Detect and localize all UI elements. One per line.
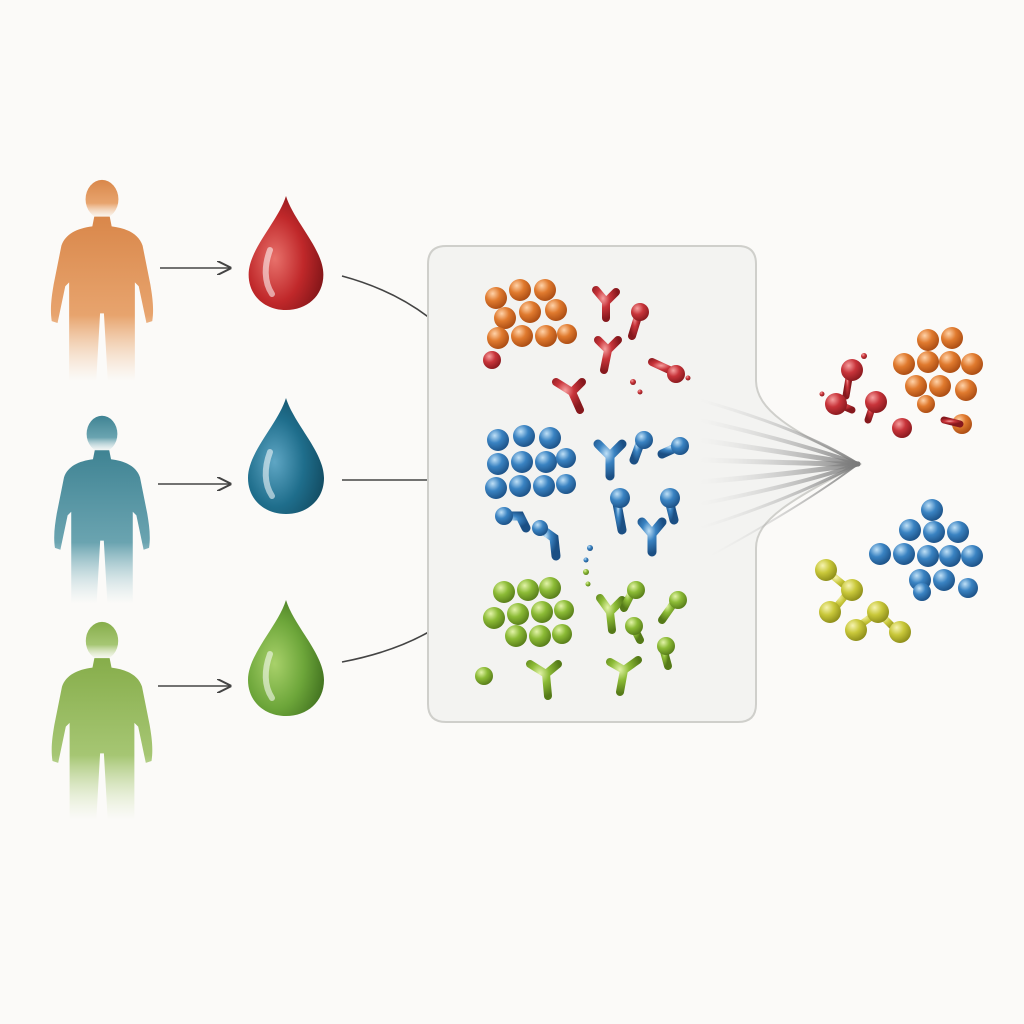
panel-green-heads — [475, 569, 687, 685]
blood-drop-red — [248, 195, 324, 311]
funnel-rays — [697, 398, 861, 557]
person-teal-figure — [54, 415, 150, 604]
person-to-drop-arrows — [158, 268, 230, 686]
panel-green-cluster — [483, 577, 574, 647]
output-cluster-orange-red — [819, 327, 983, 438]
person-orange-figure — [50, 179, 154, 381]
panel-orange-cluster — [485, 279, 577, 349]
person-green-figure — [51, 621, 153, 820]
fluid-drop-blue — [248, 398, 324, 514]
output-cluster-blue-yellow — [815, 499, 983, 643]
panel-blue-cluster — [485, 425, 576, 499]
panel-blue-heads — [495, 431, 689, 563]
fluid-drop-green — [248, 600, 324, 716]
panel-red-heads — [483, 303, 691, 395]
